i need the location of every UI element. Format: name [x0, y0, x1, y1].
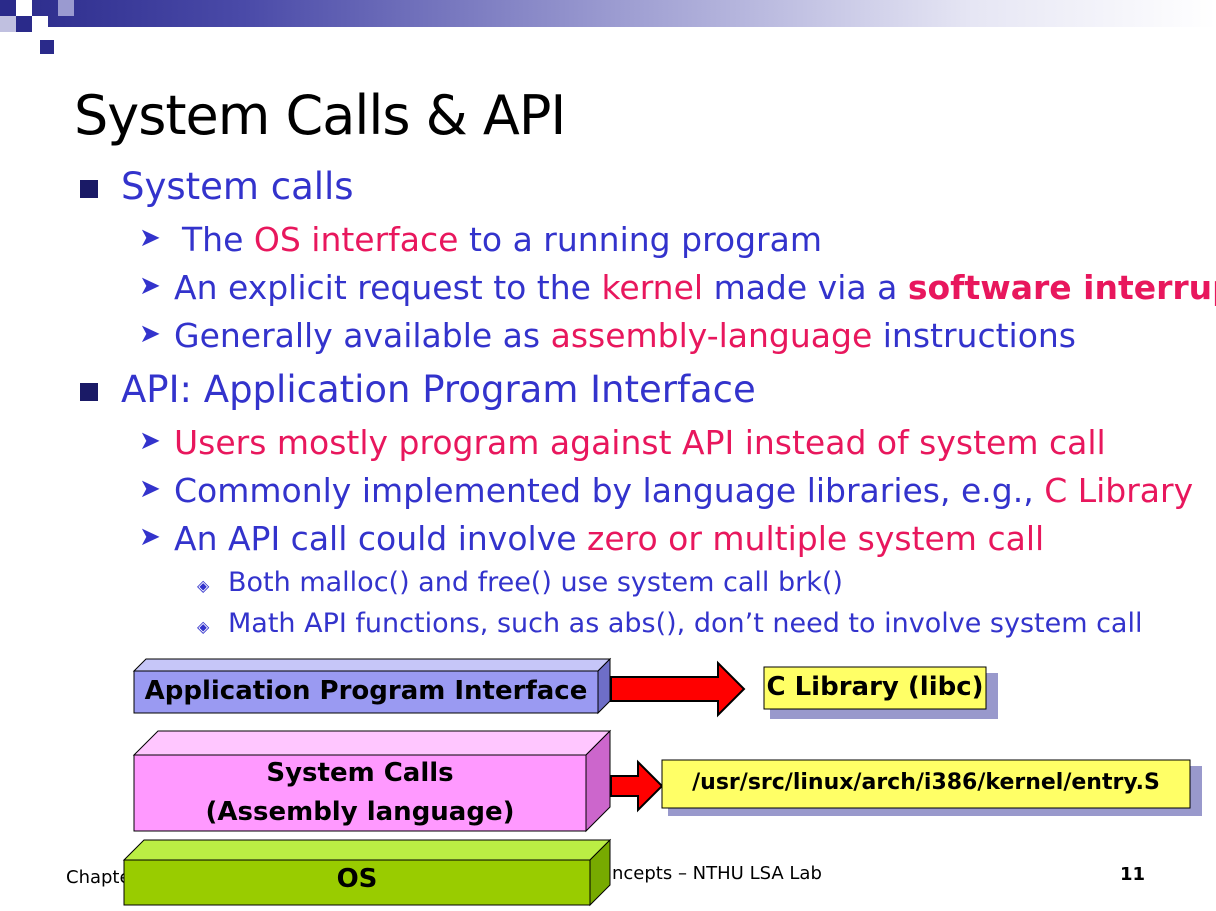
arrow-bullet-icon: ➤ [139, 271, 161, 301]
diamond-bullet-icon: ◈ [197, 617, 210, 636]
bullet-system-calls: System calls [121, 165, 354, 208]
os-box-label: OS [336, 864, 378, 894]
sub-bullet: Commonly implemented by language librari… [174, 471, 1194, 510]
header-square [32, 16, 48, 32]
entry-label: /usr/src/linux/arch/i386/kernel/entry.S [692, 770, 1160, 795]
sub-bullet: The OS interface to a running program [182, 220, 822, 259]
slide-title: System Calls & API [74, 84, 566, 147]
syscall-box-label-line1: System Calls [266, 758, 454, 788]
footer-chapter: Chapte [66, 867, 131, 888]
header-square [40, 40, 54, 54]
arrow-bullet-icon: ➤ [139, 426, 161, 456]
square-bullet-icon [80, 383, 98, 401]
os-box-shape [122, 838, 612, 907]
sub-bullet: An explicit request to the kernel made v… [174, 268, 1216, 307]
sub-bullet: An API call could involve zero or multip… [174, 519, 1045, 558]
page-number: 11 [1120, 864, 1146, 885]
header-square [58, 0, 74, 16]
sub-bullet: Generally available as assembly-language… [174, 316, 1077, 355]
libc-label-shape [763, 666, 998, 719]
arrow-bullet-icon: ➤ [139, 474, 161, 504]
bullet-api: API: Application Program Interface [121, 368, 756, 411]
header-gradient-bar [0, 0, 1216, 28]
arrow-bullet-icon: ➤ [139, 522, 161, 552]
syscall-box-label-line2: (Assembly language) [205, 797, 515, 827]
header-square [16, 16, 32, 32]
api-box-label: Application Program Interface [144, 676, 588, 706]
arrow-bullet-icon: ➤ [139, 319, 161, 349]
api-box-shape [132, 657, 612, 715]
sub-sub-bullet: Math API functions, such as abs(), don’t… [228, 608, 1143, 639]
sub-sub-bullet: Both malloc() and free() use system call… [228, 567, 843, 598]
header-square [16, 0, 32, 16]
arrow-bullet-icon: ➤ [139, 223, 161, 253]
red-arrow-icon [610, 759, 664, 813]
footer-course: ncepts – NTHU LSA Lab [612, 863, 822, 884]
syscall-box-shape [132, 729, 612, 833]
entry-label-shape [661, 759, 1202, 816]
libc-label: C Library (libc) [766, 672, 984, 702]
header-square [0, 16, 16, 32]
sub-bullet: Users mostly program against API instead… [174, 423, 1106, 462]
red-arrow-icon [610, 660, 746, 718]
square-bullet-icon [80, 180, 98, 198]
header-square [0, 0, 16, 16]
diamond-bullet-icon: ◈ [197, 576, 210, 595]
